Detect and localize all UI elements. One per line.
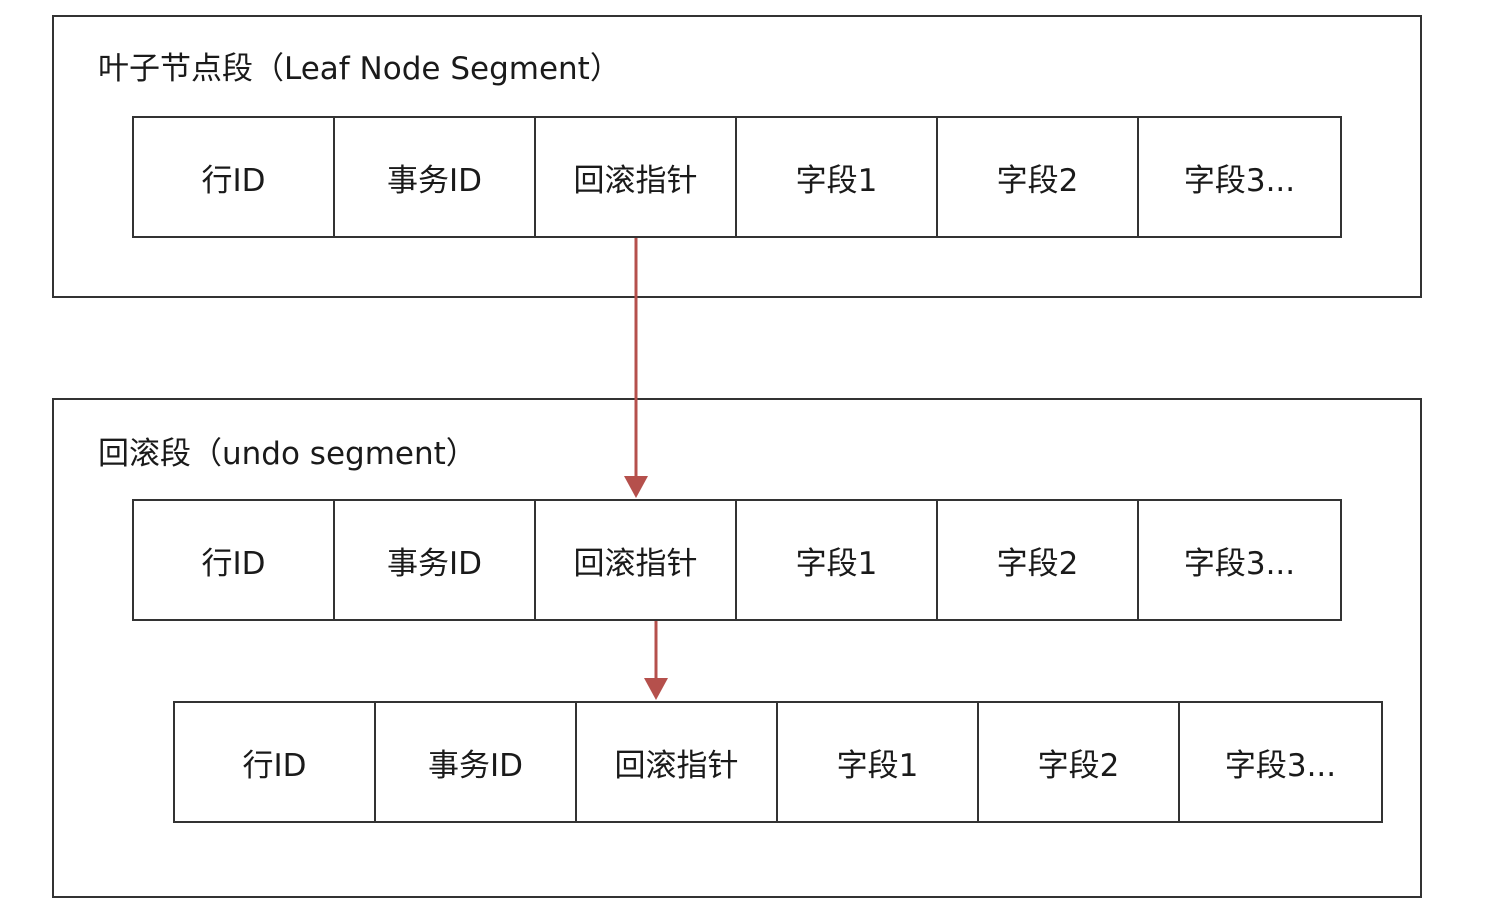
field-1-cell: 字段1 [737, 118, 938, 236]
leaf-record: 行ID 事务ID 回滚指针 字段1 字段2 字段3... [132, 116, 1342, 238]
row-id-cell: 行ID [175, 703, 376, 821]
row-id-cell: 行ID [134, 118, 335, 236]
field-2-cell: 字段2 [938, 501, 1139, 619]
undo-record-2: 行ID 事务ID 回滚指针 字段1 字段2 字段3... [173, 701, 1383, 823]
roll-pointer-cell: 回滚指针 [536, 501, 737, 619]
field-3-cell: 字段3... [1183, 162, 1296, 199]
roll-pointer-cell: 回滚指针 [536, 118, 737, 236]
row-id-cell: 行ID [134, 501, 335, 619]
transaction-id-cell: 事务ID [376, 703, 577, 821]
field-1-cell: 字段1 [778, 703, 979, 821]
undo-record-1: 行ID 事务ID 回滚指针 字段1 字段2 字段3... [132, 499, 1342, 621]
field-2-cell: 字段2 [979, 703, 1180, 821]
field-3-cell: 字段3... [1224, 747, 1337, 784]
transaction-id-cell: 事务ID [335, 501, 536, 619]
transaction-id-cell: 事务ID [335, 118, 536, 236]
undo-segment: 回滚段（undo segment） [52, 398, 1422, 898]
undo-segment-title: 回滚段（undo segment） [98, 436, 477, 472]
field-3-cell: 字段3... [1183, 545, 1296, 582]
leaf-segment-title: 叶子节点段（Leaf Node Segment） [98, 51, 621, 87]
field-1-cell: 字段1 [737, 501, 938, 619]
roll-pointer-cell: 回滚指针 [577, 703, 778, 821]
field-2-cell: 字段2 [938, 118, 1139, 236]
